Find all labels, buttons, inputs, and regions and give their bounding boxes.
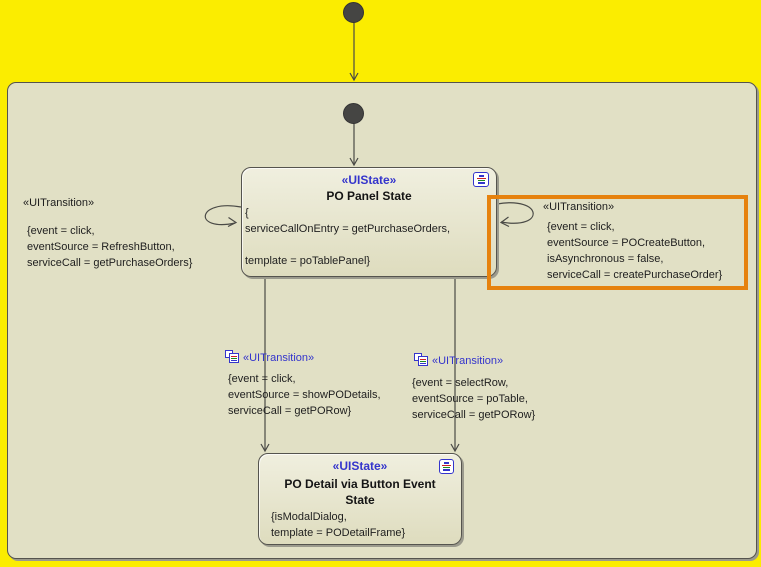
state-body-line: { bbox=[245, 207, 249, 219]
state-name-line1: PO Detail via Button Event bbox=[284, 477, 436, 491]
state-name: PO Panel State bbox=[326, 189, 412, 203]
transition-prop-line: eventSource = showPODetails, bbox=[228, 389, 381, 401]
transition-stereotype: «UITransition» bbox=[243, 352, 315, 364]
state-po-detail[interactable]: «UIState» PO Detail via Button Event Sta… bbox=[258, 453, 462, 545]
transition-line-select-row[interactable] bbox=[450, 277, 460, 453]
transition-prop-line: serviceCall = createPurchaseOrder} bbox=[547, 269, 723, 281]
copy-icon bbox=[225, 350, 240, 364]
transition-prop-line: {event = click, bbox=[547, 221, 615, 233]
transition-prop-line: eventSource = poTable, bbox=[412, 393, 528, 405]
transition-stereotype: «UITransition» bbox=[543, 201, 615, 213]
transition-prop-line: serviceCall = getPurchaseOrders} bbox=[27, 257, 193, 269]
state-stereotype: «UIState» bbox=[332, 459, 388, 473]
transition-prop-line: eventSource = POCreateButton, bbox=[547, 237, 706, 249]
specification-list-icon[interactable] bbox=[473, 172, 489, 187]
transition-prop-line: {event = click, bbox=[228, 373, 296, 385]
inner-initial-node[interactable] bbox=[343, 103, 364, 124]
state-body-line bbox=[245, 237, 450, 253]
orange-highlight-box bbox=[487, 195, 748, 290]
transition-stereotype: «UITransition» bbox=[432, 355, 504, 367]
initial-arrow-outer[interactable] bbox=[349, 22, 359, 82]
transition-props: {event = selectRow, eventSource = poTabl… bbox=[412, 375, 535, 423]
transition-prop-line: {event = click, bbox=[27, 225, 95, 237]
transition-props: {event = click, eventSource = POCreateBu… bbox=[547, 219, 722, 283]
transition-props: {event = click, eventSource = RefreshBut… bbox=[27, 223, 192, 271]
transition-prop-line: serviceCall = getPORow} bbox=[228, 405, 352, 417]
state-body: {isModalDialog, template = PODetailFrame… bbox=[271, 509, 405, 541]
state-body-line: template = poTablePanel} bbox=[245, 255, 371, 267]
copy-icon bbox=[414, 353, 429, 367]
self-loop-right-connector[interactable] bbox=[496, 202, 534, 228]
transition-line-show-details[interactable] bbox=[260, 277, 270, 453]
outer-initial-node[interactable] bbox=[343, 2, 364, 23]
state-body-line: {isModalDialog, bbox=[271, 511, 347, 523]
transition-prop-line: eventSource = RefreshButton, bbox=[27, 241, 175, 253]
state-body-line: serviceCallOnEntry = getPurchaseOrders, bbox=[245, 223, 451, 235]
transition-props: {event = click, eventSource = showPODeta… bbox=[228, 371, 381, 419]
transition-prop-line: serviceCall = getPORow} bbox=[412, 409, 536, 421]
transition-prop-line: isAsynchronous = false, bbox=[547, 253, 664, 265]
state-body-line: template = PODetailFrame} bbox=[271, 527, 406, 539]
transition-prop-line: {event = selectRow, bbox=[412, 377, 509, 389]
state-stereotype: «UIState» bbox=[341, 173, 397, 187]
self-loop-left-connector[interactable] bbox=[204, 205, 242, 228]
transition-stereotype: «UITransition» bbox=[23, 197, 95, 209]
specification-list-icon[interactable] bbox=[439, 459, 454, 474]
state-body: { serviceCallOnEntry = getPurchaseOrders… bbox=[245, 205, 450, 269]
initial-arrow-inner[interactable] bbox=[349, 123, 359, 167]
state-po-panel[interactable]: «UIState» PO Panel State { serviceCallOn… bbox=[241, 167, 497, 277]
state-name-line2: State bbox=[345, 493, 375, 507]
